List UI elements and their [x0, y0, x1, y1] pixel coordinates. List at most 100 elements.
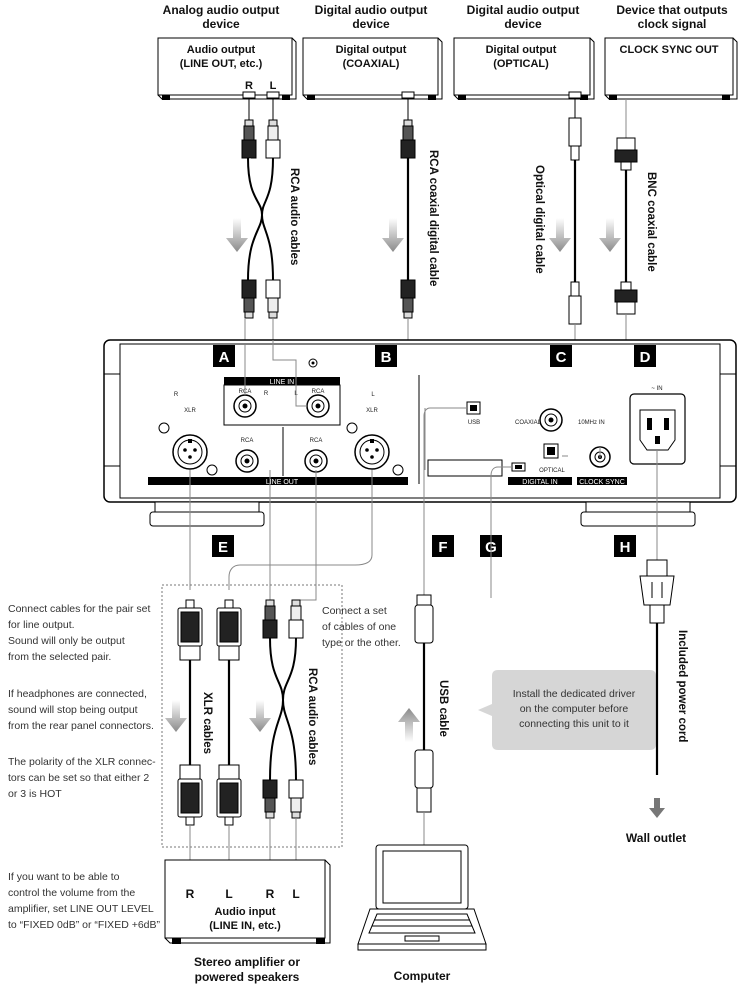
down-arrow-icon: [165, 700, 187, 732]
label-e: E: [218, 539, 228, 556]
note-line: Connect cables for the pair set: [8, 603, 150, 615]
optical-box-line1: Digital output: [486, 44, 557, 56]
coaxial-output-device: Digital output (COAXIAL): [302, 37, 443, 100]
driver-install-callout: Install the dedicated driver on the comp…: [478, 670, 656, 750]
optical-output-device: Digital output (OPTICAL): [453, 37, 595, 100]
xlr-out-r-jack[interactable]: [172, 434, 208, 470]
clock-device-heading-1: Device that outputs: [616, 3, 728, 17]
note-line: type or the other.: [322, 637, 401, 649]
analog-device-heading-1: Analog audio output: [163, 3, 280, 17]
note-line: Connect a set: [322, 605, 387, 617]
note-line: or 3 is HOT: [8, 788, 62, 800]
down-arrow-icon: [249, 700, 271, 732]
rca-audio-cables-bottom-label: RCA audio cables: [306, 668, 318, 765]
usb-cable-label: USB cable: [437, 680, 449, 737]
analog-box-line2: (LINE OUT, etc.): [180, 58, 263, 70]
note-line: from the selected pair.: [8, 651, 111, 663]
line-out-strip-label: LINE OUT: [266, 479, 299, 486]
ac-inlet-label: ~ IN: [651, 386, 662, 392]
rca-audio-cable-pair-top: [241, 99, 283, 345]
optical-device-heading-1: Digital audio output: [467, 3, 580, 17]
note-line: If you want to be able to: [8, 871, 120, 883]
optical-box-line2: (OPTICAL): [493, 58, 549, 70]
amp-l-label-1: L: [225, 887, 232, 901]
label-h: H: [620, 539, 631, 556]
note-line: from the rear panel connectors.: [8, 720, 154, 732]
rca-audio-cable-pair-bottom: [262, 599, 304, 860]
center-note: Connect a set of cables of one type or t…: [322, 605, 401, 649]
analog-output-device: Audio output (LINE OUT, etc.) R L: [157, 37, 297, 100]
optical-port-label: OPTICAL: [539, 468, 565, 474]
amp-caption-2: powered speakers: [195, 970, 300, 984]
note-line: control the volume from the: [8, 887, 135, 899]
line-in-r-jack[interactable]: [233, 394, 257, 418]
rear-panel: LINE IN RCA RCA R L R L XLR XLR RCA RCA …: [103, 339, 737, 527]
coaxial-box-line2: (COAXIAL): [343, 58, 400, 70]
note-line: If headphones are connected,: [8, 688, 147, 700]
optical-digital-cable-label: Optical digital cable: [533, 165, 545, 274]
note-line: tors can be set so that either 2: [8, 772, 149, 784]
amp-box-line1: Audio input: [214, 906, 275, 918]
down-arrow-icon: [599, 218, 621, 252]
amp-caption-1: Stereo amplifier or: [194, 955, 300, 969]
rca-audio-cables-top-label: RCA audio cables: [288, 168, 300, 265]
note-line: amplifier, set LINE OUT LEVEL: [8, 903, 154, 915]
callout-line2: on the computer before: [520, 703, 629, 715]
stereo-amplifier: R L R L Audio input (LINE IN, etc.): [164, 859, 331, 944]
computer-caption: Computer: [394, 969, 451, 983]
digital-in-strip-label: DIGITAL IN: [522, 479, 557, 486]
coaxial-device-heading-1: Digital audio output: [315, 3, 428, 17]
wall-outlet-label: Wall outlet: [626, 831, 686, 845]
line-out-rca-l-label: RCA: [310, 438, 323, 444]
label-a: A: [219, 349, 230, 366]
clock-sync-strip-label: CLOCK SYNC: [579, 479, 625, 486]
callout-line3: connecting this unit to it: [519, 718, 629, 730]
amp-r-label-2: R: [266, 887, 275, 901]
analog-l-label: L: [270, 80, 277, 92]
note-line: to “FIXED 0dB” or “FIXED +6dB”: [8, 919, 161, 931]
line-out-rca-r-label: RCA: [241, 438, 254, 444]
xlr-l-label: XLR: [366, 408, 378, 414]
rca-out-r-jack[interactable]: [235, 449, 259, 473]
clock-in-label: 10MHz IN: [578, 420, 605, 426]
label-c: C: [556, 349, 567, 366]
label-b: B: [381, 349, 392, 366]
optical-device-heading-2: device: [504, 17, 542, 31]
callout-line1: Install the dedicated driver: [513, 688, 636, 700]
xlr-cables-label: XLR cables: [201, 692, 213, 754]
coaxial-device-heading-2: device: [352, 17, 390, 31]
note-line: sound will stop being output: [8, 704, 138, 716]
xlr-out-l-jack[interactable]: [354, 434, 390, 470]
clock-box-line1: CLOCK SYNC OUT: [620, 44, 719, 56]
note-line: of cables of one: [322, 621, 396, 633]
analog-r-label: R: [245, 80, 253, 92]
line-in-l-jack[interactable]: [306, 394, 330, 418]
note-line: for line output.: [8, 619, 75, 631]
line-in-rca-label: RCA: [312, 389, 325, 395]
panel-guide-lines: [244, 340, 601, 458]
amp-l-label-2: L: [292, 887, 299, 901]
xlr-r-label: XLR: [184, 408, 196, 414]
bnc-coaxial-cable-label: BNC coaxial cable: [645, 172, 657, 272]
clock-device-heading-2: clock signal: [638, 17, 707, 31]
left-notes: Connect cables for the pair set for line…: [8, 603, 161, 931]
xlr-r-marker: R: [174, 392, 179, 398]
rca-coaxial-cable-label: RCA coaxial digital cable: [427, 150, 439, 286]
line-in-strip-label: LINE IN: [270, 379, 295, 386]
down-arrow-icon: [382, 218, 404, 252]
coaxial-box-line1: Digital output: [336, 44, 407, 56]
cable-choice-box: [161, 584, 343, 848]
usb-port-label: USB: [468, 420, 480, 426]
bottom-guide-lines: [189, 407, 658, 601]
usb-cable: [414, 594, 434, 845]
note-line: Sound will only be output: [8, 635, 125, 647]
coaxial-jack-label: COAXIAL: [515, 420, 542, 426]
down-arrow-icon: [549, 218, 571, 252]
rca-out-l-jack[interactable]: [304, 449, 328, 473]
analog-device-heading-2: device: [202, 17, 240, 31]
label-f: F: [438, 539, 447, 556]
coaxial-in-jack[interactable]: [539, 408, 563, 432]
xlr-cables: [177, 599, 242, 860]
amp-box-line2: (LINE IN, etc.): [209, 920, 281, 932]
